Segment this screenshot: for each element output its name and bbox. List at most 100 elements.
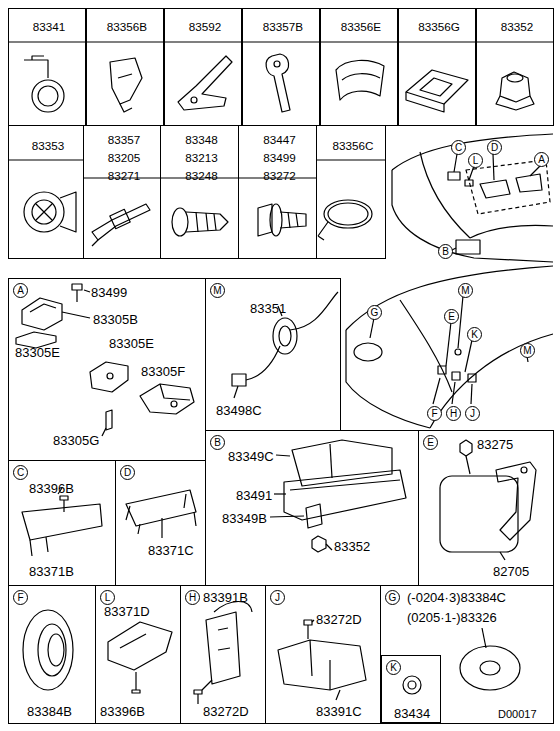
part-cell: 83356C: [316, 125, 386, 259]
part-cell: 83592: [164, 8, 242, 126]
part-number: 83349B: [222, 511, 267, 526]
part-number: 83305G: [53, 433, 99, 448]
part-number: 83248: [163, 168, 240, 183]
clip-icons: [24, 54, 534, 112]
fastener-icons: [24, 192, 372, 246]
panel-letter: J: [270, 590, 285, 605]
part-number: 83305B: [93, 312, 138, 327]
grommet-harness-m: [232, 292, 338, 398]
box-bracket-e: [440, 440, 536, 560]
part-number: 83353: [11, 138, 85, 153]
part-number: 83352: [334, 539, 370, 554]
detail-panel: G (-0204·3)83384C (0205·1-)83326K 83434: [380, 585, 554, 724]
detail-panel: E 83275 82705: [418, 430, 554, 586]
part-number: 83434: [394, 706, 430, 721]
detail-panel: C83396B 83371B: [8, 460, 116, 586]
part-number: 83447: [241, 132, 318, 147]
detail-panel: D 83371C: [115, 460, 206, 586]
part-number: 83272: [241, 168, 318, 183]
part-number: 83305E: [15, 345, 60, 360]
callout-letter: F: [427, 406, 442, 421]
part-number: 83356G: [401, 19, 477, 34]
callout-letter: E: [444, 309, 459, 324]
part-number: 83384B: [27, 704, 72, 719]
panel-letter: D: [120, 465, 135, 480]
panel-letter: B: [210, 435, 225, 450]
part-number: (-0204·3)83384C: [407, 590, 506, 605]
part-number: 83341: [11, 19, 87, 34]
part-number: 83499: [241, 150, 318, 165]
part-number: 83396B: [100, 704, 145, 719]
part-number: 83491: [236, 488, 272, 503]
part-number: 83351: [250, 301, 286, 316]
part-number: 83371C: [148, 543, 194, 558]
part-number: 83271: [86, 168, 162, 183]
panel-letter: E: [423, 435, 438, 450]
vehicle-front-view: [346, 266, 553, 428]
panel-letter: K: [386, 660, 401, 675]
detail-panel: K 83434: [381, 655, 441, 723]
part-cell: 83357B: [242, 8, 320, 126]
part-number: 83391C: [316, 704, 362, 719]
part-cell: 83348 83213 83248: [160, 125, 239, 259]
part-cell: 83447 83499 83272: [238, 125, 317, 259]
panel-letter: M: [210, 283, 225, 298]
callout-letter: B: [438, 244, 453, 259]
panel-letter: H: [185, 590, 200, 605]
callout-letter: J: [465, 406, 480, 421]
callout-letter: M: [520, 343, 535, 358]
part-number: 83305F: [141, 364, 185, 379]
callout-letter: M: [458, 283, 473, 298]
part-cell: 83356E: [320, 8, 398, 126]
panel-letter: G: [385, 590, 400, 605]
part-number: 83272D: [203, 704, 249, 719]
panel-letter: A: [13, 283, 28, 298]
part-number: 82705: [493, 564, 529, 579]
callout-letter: A: [534, 152, 549, 167]
part-cell: 83356B: [86, 8, 164, 126]
bracket-set-b: [270, 440, 406, 552]
callout-letter: K: [467, 327, 482, 342]
detail-panel: H83391B 83272D: [180, 585, 266, 724]
callout-letter: G: [367, 305, 382, 320]
bottom-parts: [23, 602, 520, 705]
detail-panel: B83349C8349183349B83352: [205, 430, 419, 586]
part-number: 83592: [167, 19, 243, 34]
panel-letter: C: [13, 465, 28, 480]
part-number: 83356C: [319, 138, 387, 153]
part-number: 83205: [86, 150, 162, 165]
part-number: 83391B: [203, 590, 248, 605]
part-number: 83499: [91, 285, 127, 300]
part-number: 83356E: [323, 19, 399, 34]
part-number: 83371D: [104, 604, 150, 619]
part-number: (0205·1-)83326: [407, 610, 497, 625]
detail-panel: M 83351 83498C: [205, 278, 341, 431]
bracket-set-a: [16, 284, 194, 436]
part-cell: 83352: [476, 8, 554, 126]
vehicle-top-view: [392, 134, 553, 262]
part-number: 83352: [479, 19, 555, 34]
drawing-number: D00017: [498, 708, 537, 721]
panel-letter: L: [100, 590, 115, 605]
part-number: 83213: [163, 150, 240, 165]
panel-letter: F: [13, 590, 28, 605]
part-number: 83348: [163, 132, 240, 147]
callout-letter: C: [451, 140, 466, 155]
detail-panel: L83371D 83396B: [95, 585, 181, 724]
part-number: 83371B: [29, 564, 74, 579]
callout-letter: L: [468, 153, 483, 168]
part-cell: 83353: [8, 125, 84, 259]
part-cell: 83341: [8, 8, 86, 126]
detail-panel: F 83384B: [8, 585, 96, 724]
part-number: 83498C: [216, 403, 262, 418]
detail-panel: J 83272D 83391C: [265, 585, 381, 724]
part-number: 83275: [477, 437, 513, 452]
part-number: 83357B: [245, 19, 321, 34]
part-number: 83272D: [316, 612, 362, 627]
part-number: 83305E: [109, 336, 154, 351]
part-number: 83357: [86, 132, 162, 147]
part-cell: 83357 83205 83271: [83, 125, 161, 259]
part-cell: 83356G: [398, 8, 476, 126]
detail-panel: A 83499 83305B 83305E 83305E 83305F 83305G: [8, 278, 206, 461]
part-number: 83396B: [29, 481, 74, 496]
